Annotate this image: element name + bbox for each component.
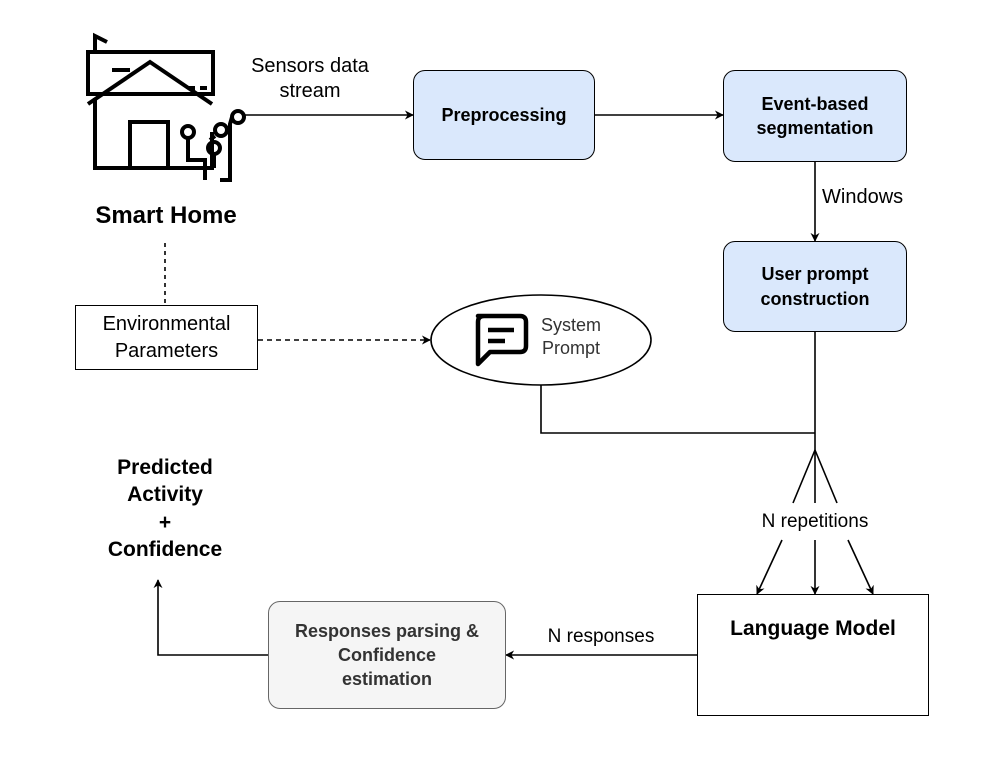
windows-label: Windows <box>822 186 904 208</box>
line-system-prompt-join <box>540 385 815 434</box>
smart-home-label: Smart Home <box>95 202 237 229</box>
responses-parsing-label: Responses parsing & Confidence estimatio… <box>294 620 480 690</box>
responses-parsing-box: Responses parsing & Confidence estimatio… <box>268 601 506 709</box>
smart-home-circuit-icon <box>86 32 246 182</box>
connectors <box>153 110 874 660</box>
system-prompt-label: System Prompt <box>540 315 601 358</box>
n-responses-label: N responses <box>547 626 655 647</box>
fan-left <box>792 449 816 504</box>
arrow-parsing-to-predicted <box>153 579 268 656</box>
segmentation-box: Event-based segmentation <box>723 70 907 162</box>
user-prompt-label: User prompt construction <box>760 264 870 309</box>
chat-message-icon <box>475 313 529 367</box>
environmental-parameters-box: Environmental Parameters <box>75 305 258 370</box>
n-repetitions-label: N repetitions <box>752 510 878 534</box>
user-prompt-box: User prompt construction <box>723 241 907 332</box>
predicted-activity-label: Predicted Activity + Confidence <box>107 456 223 561</box>
arrow-fan-right <box>847 539 874 595</box>
fan-right <box>814 449 838 504</box>
segmentation-label: Event-based segmentation <box>756 93 874 138</box>
preprocessing-box: Preprocessing <box>413 70 595 160</box>
environmental-parameters-label: Environmental Parameters <box>102 312 231 362</box>
preprocessing-label: Preprocessing <box>441 104 567 125</box>
language-model-label: Language Model <box>730 617 896 640</box>
language-model-box: Language Model <box>697 594 929 716</box>
sensors-stream-label: Sensors data stream <box>251 55 369 102</box>
arrow-fan-left <box>756 539 783 595</box>
